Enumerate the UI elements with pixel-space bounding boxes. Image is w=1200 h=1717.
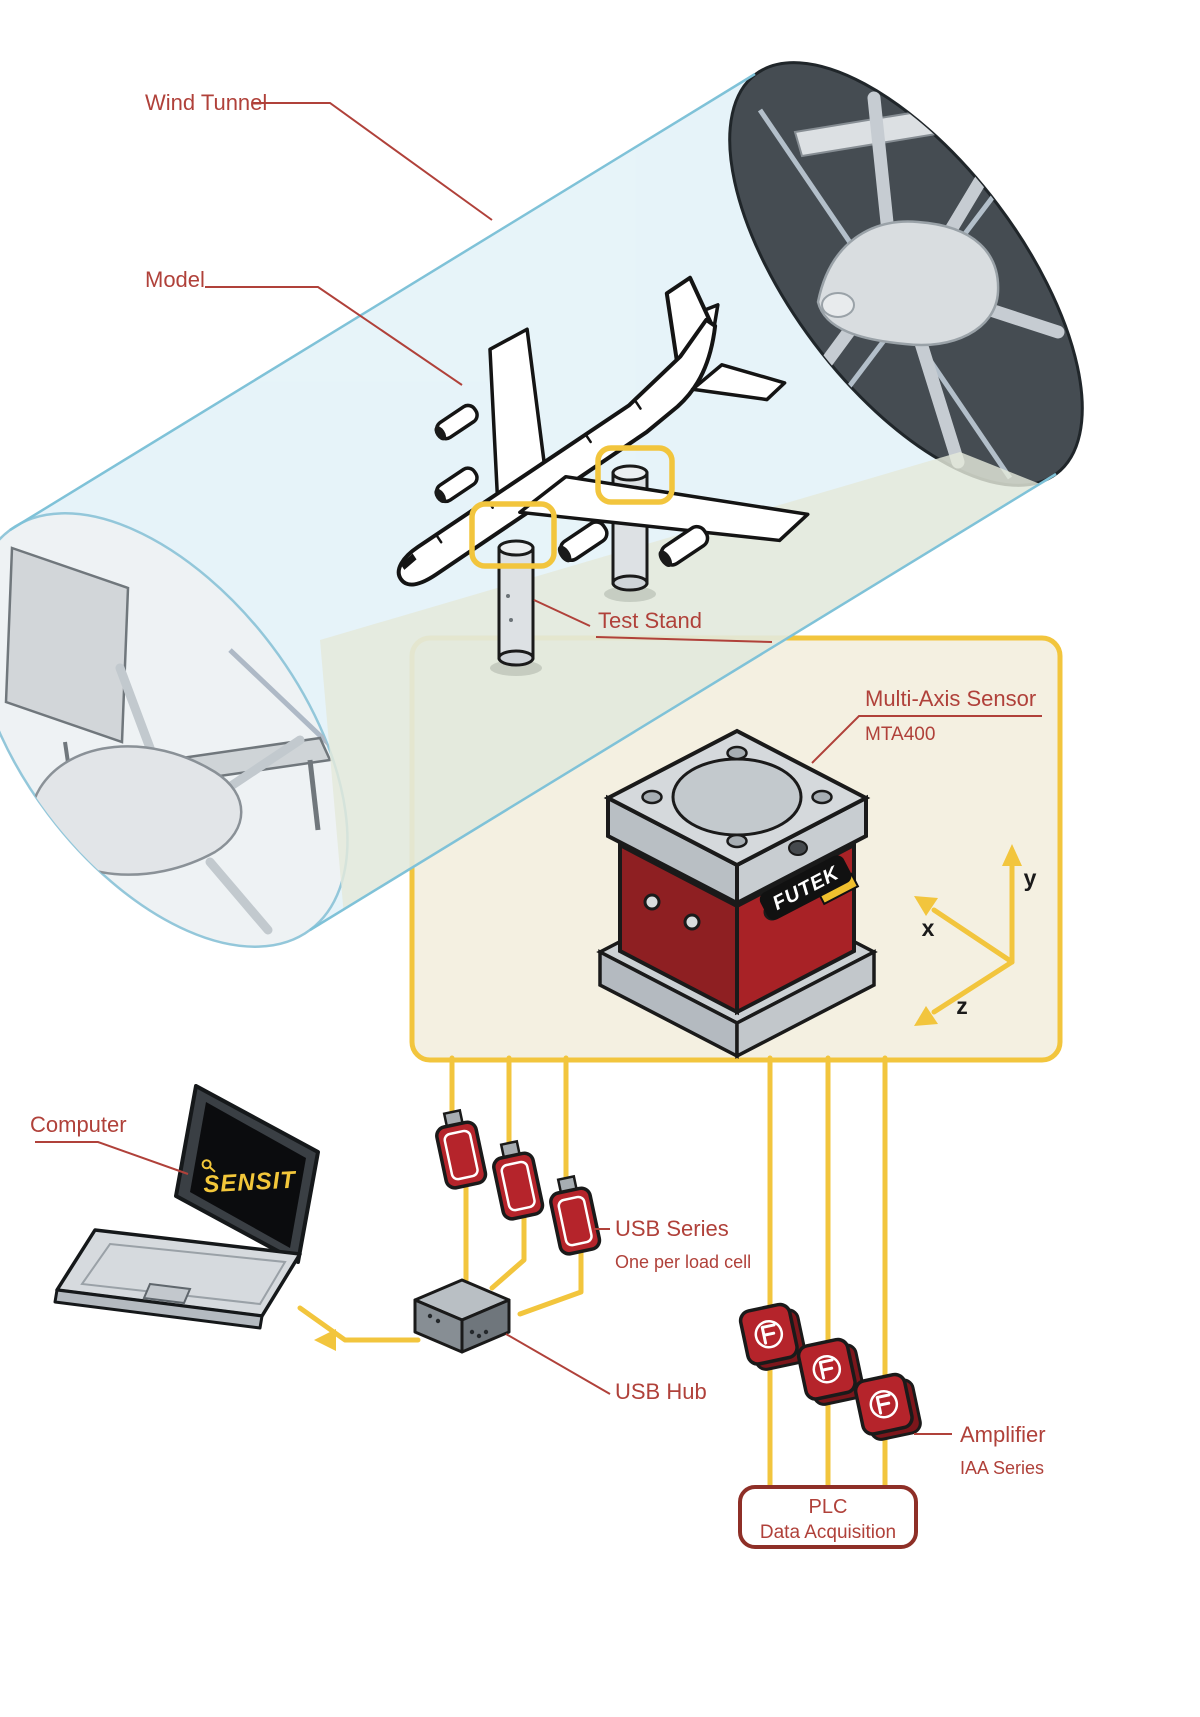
fan-spinner-tip: [821, 292, 855, 318]
leader-wind-tunnel: [253, 102, 493, 221]
body-screw: [643, 893, 661, 911]
flange-center-bore: [671, 757, 803, 837]
laptop-keyboard: [80, 1242, 287, 1306]
plc-subtitle: Data Acquisition: [760, 1522, 896, 1543]
attachment-highlight-front: [469, 501, 557, 569]
body-screw: [683, 913, 701, 931]
far-engine-1: [434, 466, 479, 504]
laptop-screen: [190, 1102, 306, 1248]
label-amplifier-note: IAA Series: [960, 1458, 1044, 1478]
tunnel-bott om-edge: [309, 472, 1057, 932]
flange-bolt: [641, 789, 663, 805]
label-computer: Computer: [30, 1112, 127, 1137]
wire-hub-computer: [297, 1305, 421, 1343]
flange-bolt: [726, 833, 748, 849]
hub-port: [483, 1329, 489, 1335]
leader-test-stand: [533, 599, 591, 627]
axis-label-z: z: [956, 993, 968, 1019]
fan-spinner: [816, 220, 1000, 347]
leader-computer: [35, 1141, 189, 1175]
label-usb-series: USB Series: [615, 1216, 729, 1241]
tunnel-left-interior: [4, 546, 332, 935]
plc-box: PLC Data Acquisition: [738, 1485, 918, 1549]
sensor-top-flange: [603, 728, 871, 907]
laptop-screen-content: SENSIT: [201, 1159, 298, 1199]
near-engine-2: [658, 524, 710, 568]
data-flow-arrow: [314, 1329, 336, 1351]
tunnel-floor: [320, 452, 1056, 928]
label-usb-hub: USB Hub: [615, 1379, 707, 1404]
label-model: Model: [145, 267, 205, 292]
cockpit-windows: [400, 553, 417, 570]
label-wind-tunnel: Wind Tunnel: [145, 90, 267, 115]
label-amplifier: Amplifier: [960, 1422, 1046, 1447]
axis-label-x: x: [922, 915, 935, 941]
flange-bolt: [726, 745, 748, 761]
test-stand-front: [490, 539, 542, 676]
mta400-sensor: FUTEK: [596, 728, 878, 1059]
label-test-stand: Test Stand: [598, 608, 702, 633]
leader-usb-hub: [505, 1333, 611, 1395]
near-engine-1: [557, 520, 609, 563]
laptop-touchpad: [142, 1282, 192, 1305]
leader-model: [205, 286, 463, 386]
hub-port: [435, 1318, 441, 1324]
flange-bolt: [811, 789, 833, 805]
usb-hub-device: [413, 1278, 511, 1354]
sensit-logo-icon: [201, 1159, 212, 1170]
axis-label-y: y: [1024, 865, 1037, 891]
attachment-highlight-rear: [595, 445, 675, 505]
hub-port: [427, 1313, 433, 1319]
near-tailplane: [690, 363, 787, 402]
z-axis-arrow: [931, 959, 1015, 1015]
label-multi-axis-sensor: Multi-Axis Sensor: [865, 686, 1036, 711]
tunnel-top-edge: [9, 72, 756, 532]
laptop-computer: SENSIT: [53, 1084, 320, 1330]
axes-indicator: y x z: [914, 844, 1037, 1026]
leader-test-stand-panel: [595, 636, 773, 643]
fuselage: [396, 317, 718, 587]
leader-multi-axis-sensor: [811, 715, 1042, 764]
aircraft-model: [396, 275, 810, 587]
hub-port: [469, 1329, 475, 1335]
far-engine-2: [434, 403, 479, 441]
side-connector: [788, 840, 808, 856]
plc-title: PLC: [809, 1496, 848, 1518]
label-usb-series-note: One per load cell: [615, 1252, 751, 1272]
label-sensor-model: MTA400: [865, 724, 935, 745]
interior-panel: [4, 546, 130, 744]
laptop-base-edge: [53, 1288, 264, 1330]
x-axis-arrow: [931, 907, 1015, 965]
wire-usb3-hub: [517, 1247, 584, 1317]
sensit-logo-text: SENSIT: [203, 1167, 298, 1199]
wire-usb2-hub: [489, 1212, 527, 1291]
hub-port: [476, 1333, 482, 1339]
